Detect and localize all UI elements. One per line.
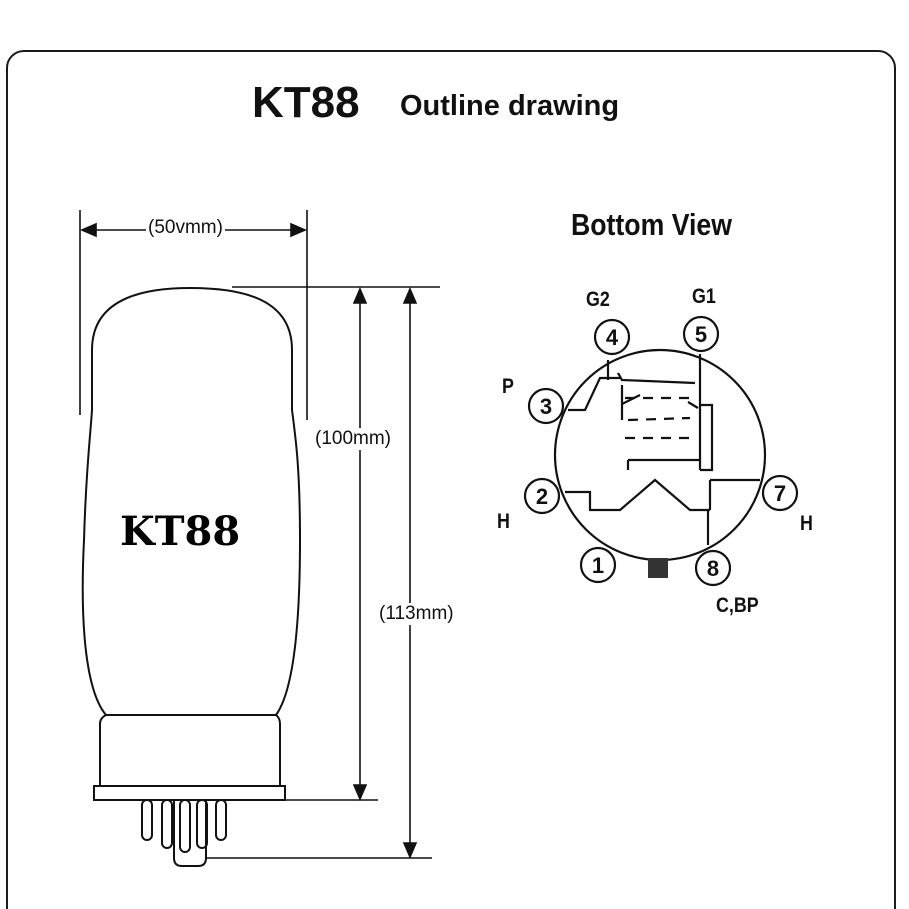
- pin-1-circle: [579, 546, 617, 584]
- title-outline-drawing: Outline drawing: [400, 90, 620, 122]
- pin-1-number: 1: [592, 553, 604, 578]
- tube-pins: [141, 799, 227, 867]
- pin-stub: [215, 799, 227, 841]
- pin-4-circle: [593, 318, 631, 356]
- pin-8-number: 8: [707, 556, 719, 581]
- tube-glass-envelope: [81, 286, 302, 716]
- key-notch: [648, 558, 668, 578]
- key-post: [173, 800, 207, 867]
- diagram-frame: [6, 50, 896, 909]
- pin-2-label: H: [497, 510, 510, 533]
- pin-5-circle: [682, 315, 720, 353]
- dimension-lines: [79, 210, 440, 860]
- bottom-view-diagram: [553, 348, 767, 578]
- pin-2-circle: [523, 477, 561, 515]
- pin-numbers: 1 2 3 4 5 7 8: [536, 322, 786, 581]
- pin-stub: [161, 799, 173, 849]
- pin-3-circle: [527, 387, 565, 425]
- pin-5-number: 5: [695, 322, 707, 347]
- pin-3-number: 3: [540, 394, 552, 419]
- tube-body-label: KT88: [120, 508, 241, 555]
- pin-7-circle: [761, 474, 799, 512]
- pin-4-number: 4: [606, 325, 619, 350]
- dimension-diameter: (50vmm): [146, 217, 225, 239]
- tube-base: [99, 714, 281, 787]
- pin-stub: [141, 799, 153, 841]
- pin-stub: [179, 799, 191, 853]
- dimension-overall-height: (113mm): [377, 603, 456, 625]
- pin-7-number: 7: [774, 481, 786, 506]
- tube-base-rim: [93, 785, 286, 801]
- pin-4-label: G2: [586, 288, 610, 311]
- pin-2-number: 2: [536, 484, 548, 509]
- pin-8-circle: [694, 549, 732, 587]
- pin-5-label: G1: [692, 285, 716, 308]
- dimension-body-height: (100mm): [313, 428, 394, 450]
- pin-7-label: H: [800, 512, 813, 535]
- pin-3-label: P: [502, 375, 514, 398]
- pin-8-label: C,BP: [716, 594, 759, 617]
- bottom-view-title: Bottom View: [571, 207, 732, 242]
- tube-outline: [81, 286, 302, 867]
- title-tube-type: KT88: [252, 78, 360, 127]
- pin-circles: [523, 315, 799, 587]
